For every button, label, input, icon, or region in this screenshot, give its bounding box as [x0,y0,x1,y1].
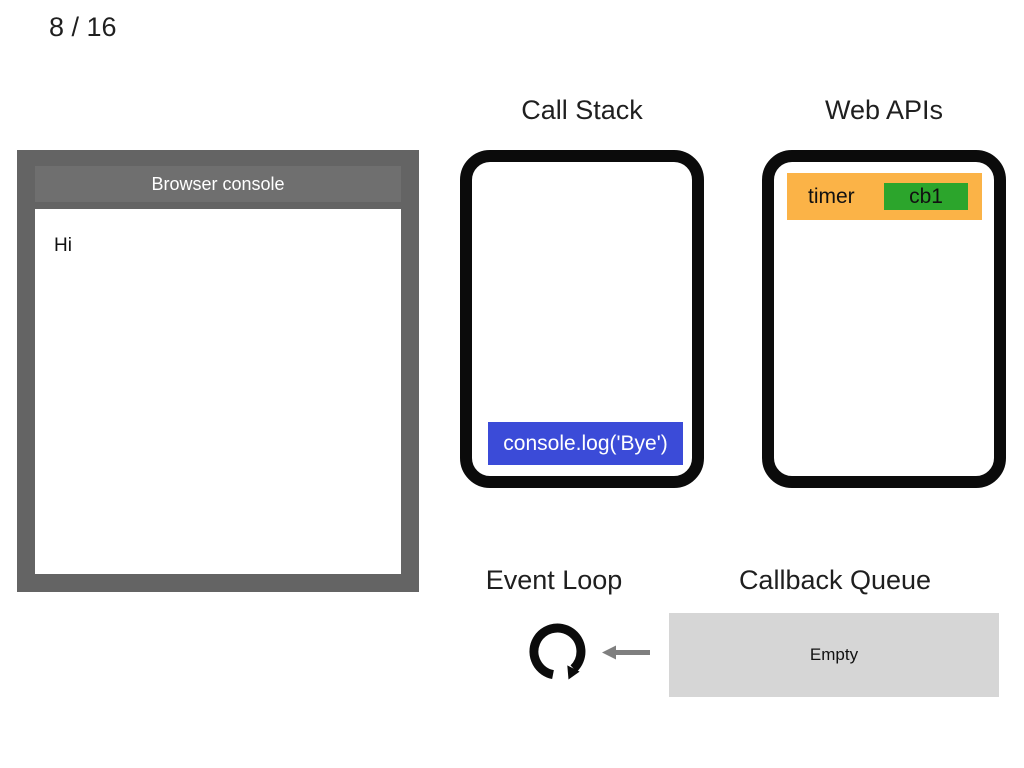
event-loop-heading: Event Loop [485,565,623,595]
stack-frame-console-log: console.log('Bye') [488,422,683,465]
console-log-line: Hi [54,235,72,256]
browser-console-output: Hi [35,209,401,574]
call-stack-heading: Call Stack [521,95,643,125]
call-stack-box: console.log('Bye') [460,150,704,488]
webapi-callback-cb1: cb1 [884,183,968,210]
slide-counter: 8 / 16 [49,12,117,42]
browser-console-panel: Browser console Hi [17,150,419,592]
callback-queue-box: Empty [669,613,999,697]
web-apis-heading: Web APIs [824,95,944,125]
web-apis-box: timer cb1 [762,150,1006,488]
clockwise-loop-arrow-icon [529,623,586,680]
webapi-timer-item: timer cb1 [787,173,982,220]
browser-console-title: Browser console [35,166,401,202]
callback-queue-heading: Callback Queue [738,565,932,595]
left-arrow-icon [602,645,650,660]
webapi-timer-label: timer [808,184,855,208]
callback-queue-status: Empty [809,645,859,664]
